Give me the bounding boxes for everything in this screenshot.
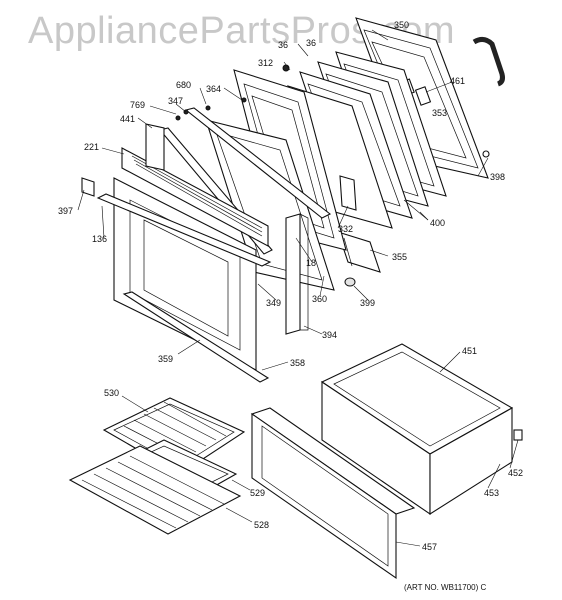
callout-441: 441 bbox=[120, 114, 135, 124]
callout-400: 400 bbox=[430, 218, 445, 228]
callout-36b: 36 bbox=[306, 38, 316, 48]
callout-347: 347 bbox=[168, 96, 183, 106]
door-gasket bbox=[472, 36, 505, 87]
door-glass-panels bbox=[287, 51, 447, 229]
side-trim-pillar bbox=[285, 213, 309, 335]
drawer-stop bbox=[513, 429, 523, 441]
callout-397: 397 bbox=[58, 206, 73, 216]
callout-530: 530 bbox=[104, 388, 119, 398]
callout-312: 312 bbox=[258, 58, 273, 68]
callout-349: 349 bbox=[266, 298, 281, 308]
callout-680: 680 bbox=[176, 80, 191, 90]
callout-399: 399 bbox=[360, 298, 375, 308]
callout-136: 136 bbox=[92, 234, 107, 244]
callout-353: 353 bbox=[432, 108, 447, 118]
callout-355: 355 bbox=[392, 252, 407, 262]
callout-332: 332 bbox=[338, 224, 353, 234]
callout-360: 360 bbox=[312, 294, 327, 304]
callout-451: 451 bbox=[462, 346, 477, 356]
callout-453: 453 bbox=[484, 488, 499, 498]
door-handle bbox=[96, 193, 272, 267]
spacer bbox=[344, 277, 356, 287]
storage-drawer-front bbox=[250, 407, 416, 580]
callout-221: 221 bbox=[84, 142, 99, 152]
callout-394: 394 bbox=[322, 330, 337, 340]
callout-398: 398 bbox=[490, 172, 505, 182]
latch-bracket bbox=[339, 175, 357, 211]
leader-lines bbox=[77, 29, 519, 547]
door-bottom-trim bbox=[122, 291, 270, 383]
callout-529: 529 bbox=[250, 488, 265, 498]
door-hinge bbox=[337, 231, 381, 273]
callout-358: 358 bbox=[290, 358, 305, 368]
art-number: (ART NO. WB11700) C bbox=[404, 583, 486, 592]
hinge-clip bbox=[81, 177, 95, 197]
part-callouts: 350 36 312 36 680 364 769 347 441 221 39… bbox=[58, 20, 523, 552]
callout-364: 364 bbox=[206, 84, 221, 94]
callout-359: 359 bbox=[158, 354, 173, 364]
callout-461: 461 bbox=[450, 76, 465, 86]
callout-36: 36 bbox=[278, 40, 288, 50]
callout-18: 18 bbox=[306, 258, 316, 268]
callout-769: 769 bbox=[130, 100, 145, 110]
callout-457: 457 bbox=[422, 542, 437, 552]
oven-rack bbox=[68, 445, 242, 535]
hinge-block bbox=[145, 123, 165, 171]
callout-452: 452 bbox=[508, 468, 523, 478]
callout-528: 528 bbox=[254, 520, 269, 530]
callout-350: 350 bbox=[394, 20, 409, 30]
